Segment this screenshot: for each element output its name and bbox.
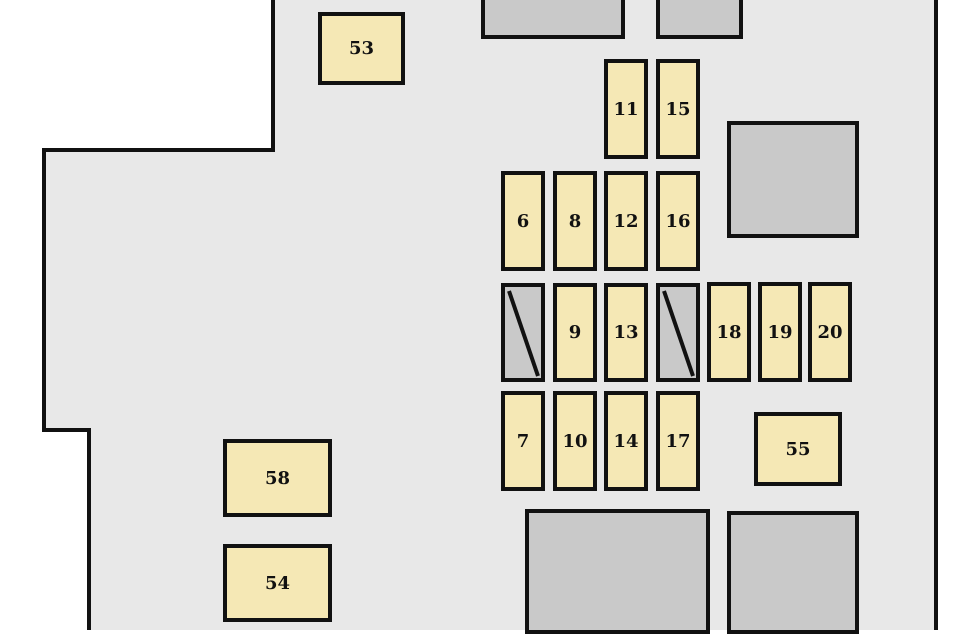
fuse-9[interactable]: 9 xyxy=(553,283,597,382)
fuse-16[interactable]: 16 xyxy=(656,171,700,271)
fuse-12[interactable]: 12 xyxy=(604,171,648,271)
fuse-6[interactable]: 6 xyxy=(501,171,545,271)
fuse-18[interactable]: 18 xyxy=(707,282,751,382)
fuse-10[interactable]: 10 xyxy=(553,391,597,491)
fuse-55[interactable]: 55 xyxy=(754,412,842,486)
slash-icon xyxy=(662,290,695,377)
fuse-13[interactable]: 13 xyxy=(604,283,648,382)
fuse-19[interactable]: 19 xyxy=(758,282,802,382)
fuse-20[interactable]: 20 xyxy=(808,282,852,382)
fuse-14[interactable]: 14 xyxy=(604,391,648,491)
fuse-17[interactable]: 17 xyxy=(656,391,700,491)
relay-top-right xyxy=(656,0,743,39)
relay-top-left xyxy=(481,0,625,39)
fuse-8[interactable]: 8 xyxy=(553,171,597,271)
fuse-15[interactable]: 15 xyxy=(656,59,700,159)
blank-fuse-slot xyxy=(656,283,700,382)
fuse-11[interactable]: 11 xyxy=(604,59,648,159)
relay-right-upper xyxy=(727,121,859,238)
slash-icon xyxy=(507,290,540,377)
fuse-53[interactable]: 53 xyxy=(318,12,405,85)
relay-bottom-left xyxy=(525,509,710,634)
blank-fuse-slot xyxy=(501,283,545,382)
fuse-58[interactable]: 58 xyxy=(223,439,332,517)
fuse-54[interactable]: 54 xyxy=(223,544,332,622)
relay-bottom-right xyxy=(727,511,859,634)
fuse-7[interactable]: 7 xyxy=(501,391,545,491)
